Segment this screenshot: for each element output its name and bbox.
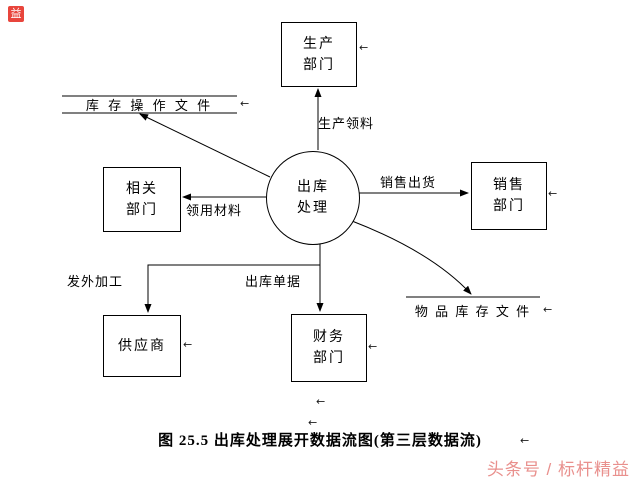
watermark-text: 头条号 / 标杆精益: [486, 460, 630, 479]
brand-logo-char: 益: [10, 7, 22, 20]
entity-production-line1: 生产: [303, 36, 335, 52]
process-outbound-circle: 出库 处理: [266, 151, 360, 245]
store-item-inventory-label: 物 品 库 存 文 件: [414, 304, 532, 319]
entity-sales-box: 销售 部门: [471, 162, 547, 230]
figure-caption: 图 25.5 出库处理展开数据流图(第三层数据流): [158, 433, 482, 449]
flow-label-material-requisition: 领用材料: [186, 203, 243, 218]
entity-finance-box: 财务 部门: [291, 314, 367, 382]
entity-related-line2: 部门: [126, 202, 158, 218]
entity-related-line1: 相关: [126, 181, 158, 197]
flow-label-outsourcing: 发外加工: [67, 274, 124, 289]
entity-production-line2: 部门: [303, 57, 335, 73]
paragraph-mark: ←: [543, 303, 553, 316]
brand-logo: 益: [8, 6, 24, 22]
paragraph-mark: ←: [308, 416, 318, 429]
entity-production-box: 生产 部门: [281, 22, 357, 87]
entity-sales-line2: 部门: [493, 199, 525, 214]
paragraph-mark: ←: [368, 340, 378, 353]
paragraph-mark: ←: [520, 434, 530, 447]
entity-sales-line1: 销售: [493, 178, 525, 193]
paragraph-mark: ←: [183, 338, 193, 351]
flow-label-production-pick: 生产领料: [318, 116, 375, 131]
flow-label-sales-ship: 销售出货: [380, 175, 437, 190]
flow-arrow-to-item-inventory-file: [351, 220, 472, 295]
entity-finance-line1: 财务: [313, 330, 345, 345]
entity-supplier-box: 供应商: [103, 315, 181, 377]
flow-label-outbound-docs: 出库单据: [245, 274, 302, 289]
paragraph-mark: ←: [548, 187, 558, 200]
paragraph-mark: ←: [240, 97, 250, 110]
paragraph-mark: ←: [359, 41, 369, 54]
process-outbound-line1: 出库: [297, 180, 329, 195]
process-outbound-line2: 处理: [297, 201, 329, 216]
entity-finance-line2: 部门: [313, 351, 345, 366]
store-inventory-ops-label: 库 存 操 作 文 件: [85, 98, 214, 113]
entity-related-box: 相关 部门: [103, 167, 181, 232]
paragraph-mark: ←: [316, 395, 326, 408]
entity-supplier-line1: 供应商: [118, 338, 166, 354]
